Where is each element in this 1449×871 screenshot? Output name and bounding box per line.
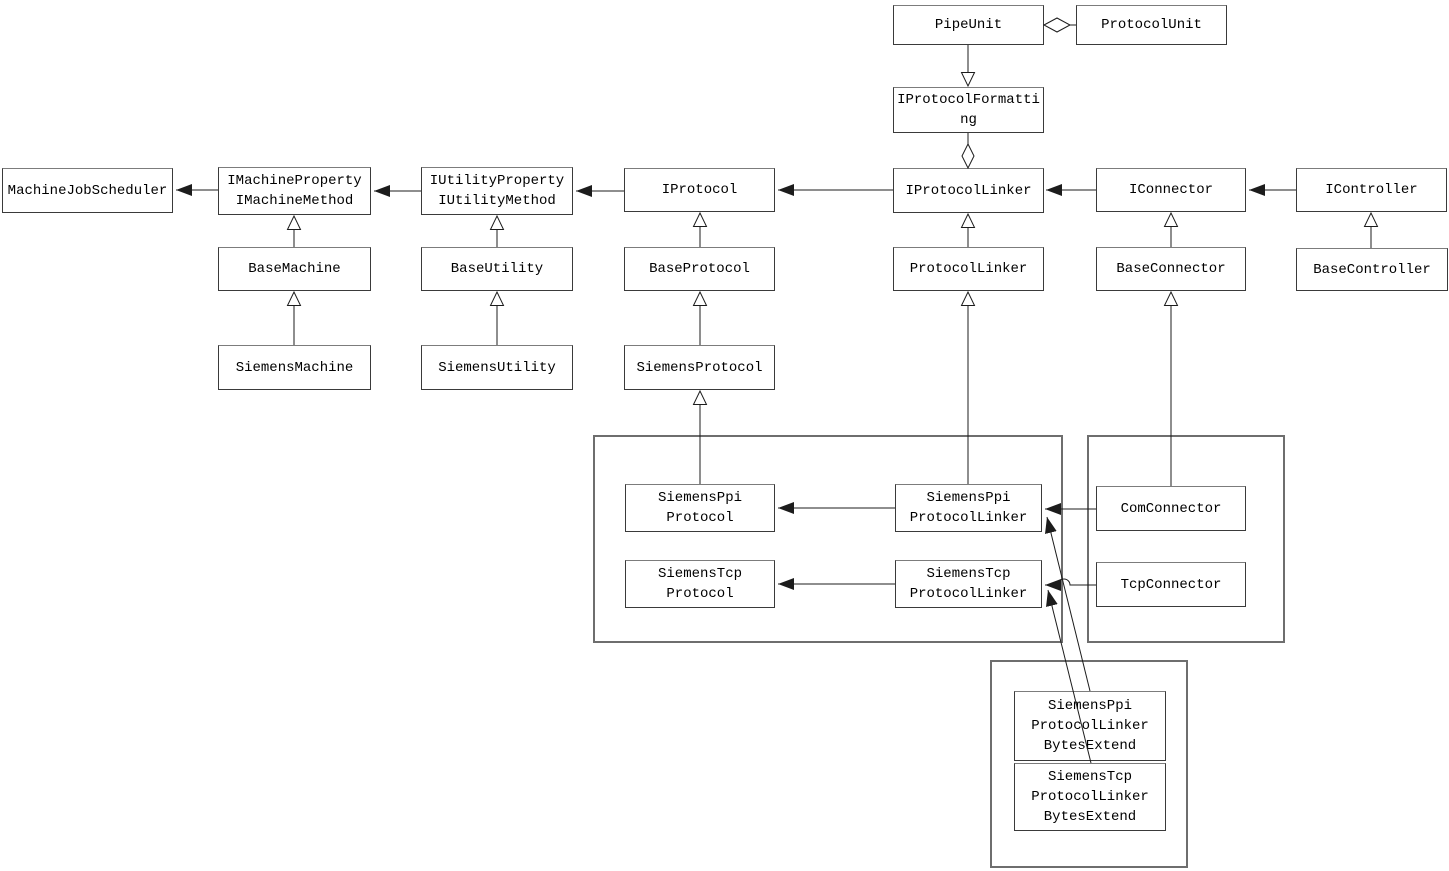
class-box-pipe-unit: PipeUnit <box>893 5 1044 45</box>
class-label-line: IMachineProperty <box>227 173 362 189</box>
class-label-line: IMachineMethod <box>235 193 354 209</box>
class-box-icontroller: IController <box>1296 168 1447 212</box>
class-box-siemens-utility: SiemensUtility <box>421 345 573 390</box>
aggregation-diamond-pipeunit <box>1042 17 1072 33</box>
class-box-base-utility: BaseUtility <box>421 247 573 291</box>
class-label-line: BytesExtend <box>1043 738 1137 754</box>
class-label: BaseController <box>1313 261 1431 278</box>
class-label-line: ProtocolLinker <box>1031 789 1149 805</box>
class-box-base-protocol: BaseProtocol <box>624 247 775 291</box>
class-label-line: ProtocolLinker <box>1031 718 1149 734</box>
class-box-tcp-connector: TcpConnector <box>1096 562 1246 607</box>
class-label-line: SiemensPpi <box>926 490 1011 506</box>
class-label: BaseProtocol <box>649 261 750 277</box>
class-box-iprotocol-formatting: IProtocolFormatti ng <box>893 87 1044 133</box>
class-label: PipeUnit <box>934 17 1003 33</box>
class-label: SiemensUtility <box>438 359 556 376</box>
class-label-line: Protocol <box>666 586 734 602</box>
class-box-siemens-tcp-protocol: SiemensTcp Protocol <box>625 560 775 608</box>
aggregation-diamond-iprotocolformatting <box>961 142 975 170</box>
class-label-line: IProtocolFormatti <box>897 92 1040 108</box>
class-label-line: ProtocolLinker <box>909 510 1028 526</box>
class-label: SiemensMachine <box>235 359 354 376</box>
class-label-line: IUtilityMethod <box>438 193 556 209</box>
class-label: MachineJobScheduler <box>7 182 168 199</box>
class-box-siemens-ppi-protocol-linker: SiemensPpi ProtocolLinker <box>895 484 1042 532</box>
class-box-siemens-tcp-protocol-linker: SiemensTcp ProtocolLinker <box>895 560 1042 608</box>
class-box-iconnector: IConnector <box>1096 168 1246 212</box>
class-box-base-connector: BaseConnector <box>1096 247 1246 291</box>
class-box-base-machine: BaseMachine <box>218 247 371 291</box>
class-box-siemens-tcp-protocol-linker-bytes-extend: SiemensTcp ProtocolLinker BytesExtend <box>1014 763 1166 831</box>
class-label-line: IUtilityProperty <box>429 173 565 189</box>
class-label: ComConnector <box>1120 500 1222 517</box>
class-box-siemens-machine: SiemensMachine <box>218 345 371 390</box>
class-label-line: ng <box>960 112 977 128</box>
class-box-iprotocol-linker: IProtocolLinker <box>893 168 1044 213</box>
class-label-line: BytesExtend <box>1043 809 1137 825</box>
class-box-protocol-linker: ProtocolLinker <box>893 247 1044 291</box>
class-label-line: SiemensPpi <box>657 490 742 506</box>
class-box-protocol-unit: ProtocolUnit <box>1076 5 1227 45</box>
class-label: BaseMachine <box>248 261 341 277</box>
class-box-siemens-ppi-protocol-linker-bytes-extend: SiemensPpi ProtocolLinker BytesExtend <box>1014 691 1166 761</box>
class-label: TcpConnector <box>1120 576 1222 593</box>
container-siemens-protocol-group <box>593 435 1063 643</box>
class-label: IProtocol <box>661 182 738 198</box>
class-label-line: ProtocolLinker <box>909 586 1028 602</box>
class-label: BaseUtility <box>450 261 544 277</box>
class-box-siemens-ppi-protocol: SiemensPpi Protocol <box>625 484 775 532</box>
class-label-line: SiemensPpi <box>1047 698 1132 714</box>
class-box-machine-job-scheduler: MachineJobScheduler <box>2 168 173 213</box>
class-label-line: SiemensTcp <box>926 566 1011 582</box>
class-label: IConnector <box>1128 182 1213 198</box>
class-box-iutility: IUtilityProperty IUtilityMethod <box>421 167 573 215</box>
class-label: BaseConnector <box>1116 261 1226 277</box>
class-label-line: Protocol <box>666 510 734 526</box>
class-label: IController <box>1325 182 1418 198</box>
class-box-imachine: IMachineProperty IMachineMethod <box>218 167 371 215</box>
class-box-base-controller: BaseController <box>1296 248 1448 291</box>
class-label-line: SiemensTcp <box>1047 769 1132 785</box>
class-label: IProtocolLinker <box>905 182 1032 199</box>
class-box-iprotocol: IProtocol <box>624 168 775 212</box>
class-label: SiemensProtocol <box>636 359 763 376</box>
class-label: ProtocolUnit <box>1101 17 1202 33</box>
class-label: ProtocolLinker <box>909 261 1028 277</box>
class-box-siemens-protocol: SiemensProtocol <box>624 345 775 390</box>
class-box-com-connector: ComConnector <box>1096 486 1246 531</box>
class-label-line: SiemensTcp <box>657 566 742 582</box>
container-connector-group <box>1087 435 1285 643</box>
